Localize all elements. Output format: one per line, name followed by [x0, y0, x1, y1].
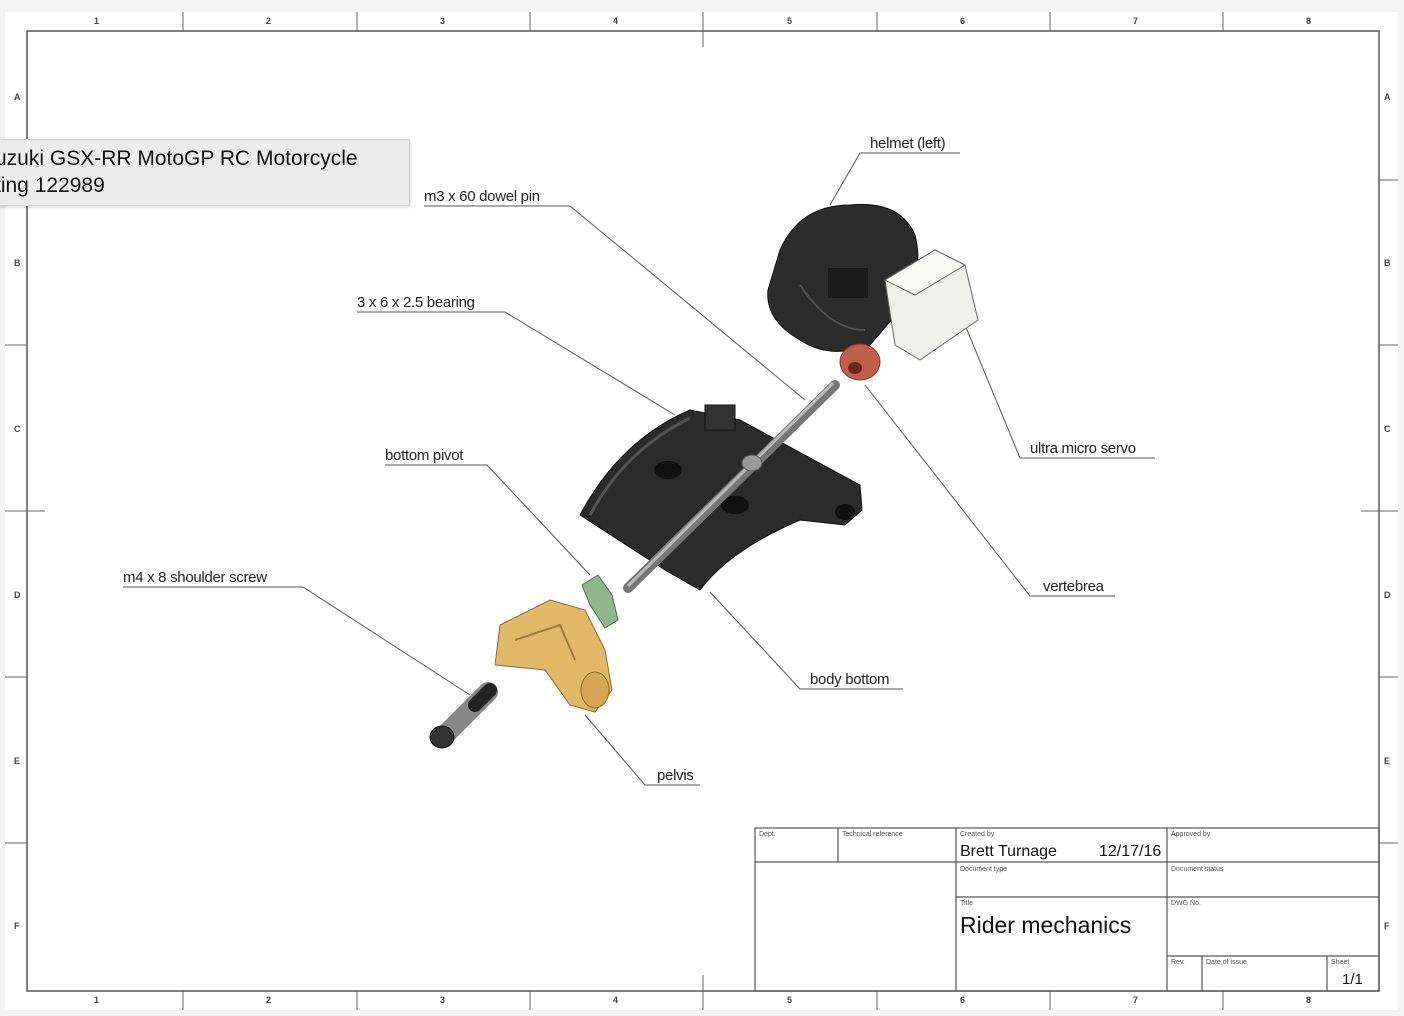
- tooltip-line-1: uzuki GSX-RR MotoGP RC Motorcycle: [0, 147, 358, 170]
- callout-dowel-pin: m3 x 60 dowel pin: [424, 188, 540, 205]
- created-by-label: Created by: [960, 831, 995, 838]
- callout-bearing: 3 x 6 x 2.5 bearing: [357, 294, 475, 311]
- tooltip-line-2: ting 122989: [0, 174, 105, 197]
- shoulder-screw-part: [429, 682, 498, 749]
- drawing-title: Rider mechanics: [960, 912, 1132, 938]
- callout-servo: ultra micro servo: [1030, 440, 1136, 457]
- callout-shoulder-screw: m4 x 8 shoulder screw: [123, 569, 267, 586]
- zone-col-4-bottom: 4: [613, 995, 619, 1005]
- dept-label: Dept.: [759, 831, 776, 838]
- doc-type-label: Document type: [960, 866, 1008, 873]
- bottom-pivot-part: [581, 574, 619, 629]
- callout-pelvis: pelvis: [657, 767, 694, 784]
- zone-col-8: 8: [1306, 16, 1312, 26]
- zone-col-2: 2: [266, 16, 272, 26]
- zone-col-7-bottom: 7: [1133, 995, 1139, 1005]
- zone-row-d: D: [14, 590, 21, 600]
- callout-body-bottom: body bottom: [810, 671, 890, 688]
- helmet-part: [767, 203, 919, 352]
- zone-col-6: 6: [960, 16, 966, 26]
- zone-row-e-right: E: [1384, 756, 1391, 766]
- doc-status-label: Document status: [1171, 866, 1224, 873]
- leader-lines: [123, 152, 1155, 786]
- title-label: Title: [960, 900, 973, 907]
- zone-col-5: 5: [787, 16, 793, 26]
- zone-row-f-right: F: [1384, 921, 1390, 931]
- zone-row-d-right: D: [1384, 590, 1391, 600]
- callout-bottom-pivot: bottom pivot: [385, 447, 464, 464]
- zone-col-7: 7: [1133, 16, 1139, 26]
- zone-row-b: B: [14, 258, 21, 268]
- dowel-pin-part: [623, 380, 840, 593]
- zone-col-4: 4: [613, 16, 619, 26]
- zone-col-3: 3: [440, 16, 446, 26]
- zone-col-1: 1: [94, 16, 100, 26]
- zone-row-c: C: [14, 424, 21, 434]
- callout-vertebrea: vertebrea: [1043, 578, 1104, 595]
- zone-col-8-bottom: 8: [1306, 995, 1312, 1005]
- zone-col-3-bottom: 3: [440, 995, 446, 1005]
- zone-col-2-bottom: 2: [266, 995, 272, 1005]
- created-date: 12/17/16: [1099, 843, 1162, 860]
- zone-row-a-right: A: [1384, 92, 1391, 102]
- zone-col-5-bottom: 5: [787, 995, 793, 1005]
- sheet-label: Sheet: [1331, 959, 1350, 966]
- approved-by-label: Approved by: [1171, 831, 1211, 838]
- servo-part: [883, 249, 979, 361]
- zone-col-1-bottom: 1: [94, 995, 100, 1005]
- created-by-value: Brett Turnage: [960, 843, 1057, 860]
- vertebrea-part: [839, 343, 881, 381]
- date-of-issue-label: Date of issue: [1206, 959, 1247, 966]
- tech-ref-label: Technical reference: [842, 831, 903, 838]
- callout-helmet: helmet (left): [870, 135, 946, 152]
- zone-row-b-right: B: [1384, 258, 1391, 268]
- zone-row-c-right: C: [1384, 424, 1391, 434]
- sheet-value: 1/1: [1342, 971, 1363, 988]
- zone-row-a: A: [14, 92, 21, 102]
- zone-row-e: E: [14, 756, 21, 766]
- rev-label: Rev.: [1171, 959, 1185, 966]
- tooltip: uzuki GSX-RR MotoGP RC Motorcycle ting 1…: [0, 139, 410, 206]
- title-block-frame: [754, 827, 1380, 992]
- zone-col-6-bottom: 6: [960, 995, 966, 1005]
- pelvis-part: [494, 599, 613, 713]
- zone-row-f: F: [14, 921, 20, 931]
- dwg-no-label: DWG No.: [1171, 900, 1201, 907]
